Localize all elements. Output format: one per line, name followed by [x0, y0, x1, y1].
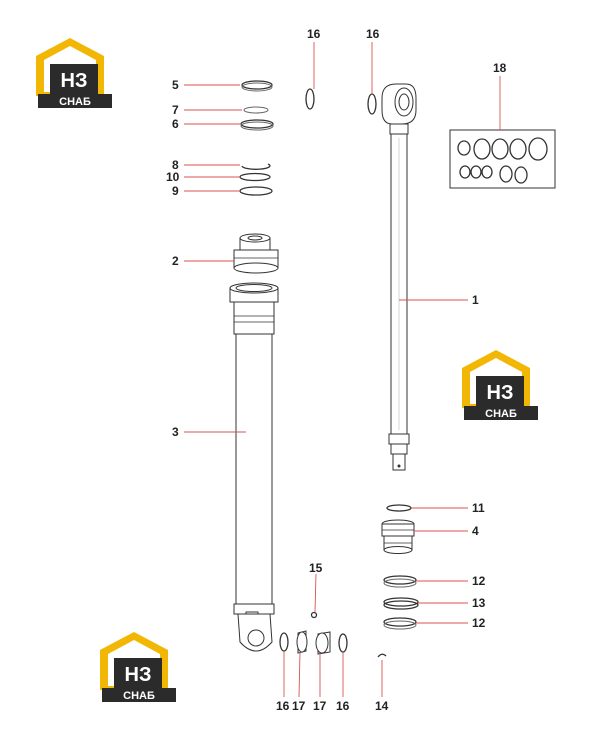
callout-16-bottom-right: 16 — [336, 699, 350, 713]
callout-8: 8 — [172, 158, 179, 172]
callout-13: 13 — [472, 596, 486, 610]
callout-16-top-right: 16 — [366, 27, 380, 41]
callout-4: 4 — [472, 524, 479, 538]
part-17-bushing-left — [296, 630, 308, 654]
part-12-wear-ring-lower — [383, 617, 417, 630]
leader-lines — [184, 42, 501, 698]
part-10-ring — [239, 172, 271, 182]
callout-10: 10 — [166, 170, 180, 184]
part-4-piston — [381, 519, 415, 554]
logo-mark: НЗ — [125, 664, 152, 686]
callout-7: 7 — [172, 103, 179, 117]
part-17-bushing-right — [315, 631, 331, 655]
brand-logo-middle-right: НЗ СНАБ — [462, 350, 538, 420]
part-7-ring — [243, 106, 269, 114]
logo-name: СНАБ — [123, 690, 155, 702]
part-11-ring — [386, 504, 412, 512]
part-13-piston-seal — [383, 597, 419, 610]
part-16-o-ring-bottom-right — [338, 633, 348, 653]
brand-logo-top-left: НЗ СНАБ — [36, 38, 112, 108]
part-6-seal — [240, 119, 274, 131]
brand-logo-bottom-left: НЗ СНАБ — [100, 632, 176, 702]
callout-12-upper: 12 — [472, 574, 486, 588]
callout-12-lower: 12 — [472, 616, 486, 630]
part-16-o-ring-top-right — [367, 93, 377, 115]
logo-name: СНАБ — [485, 408, 517, 420]
callout-11: 11 — [472, 501, 485, 515]
part-2-cylinder-head — [233, 233, 279, 274]
part-15-grease-nipple — [310, 611, 318, 619]
callout-17-left: 17 — [292, 699, 306, 713]
part-5-wiper-seal — [241, 80, 273, 92]
callout-3: 3 — [172, 425, 179, 439]
logo-mark: НЗ — [61, 70, 88, 92]
callout-5: 5 — [172, 78, 179, 92]
callout-18: 18 — [493, 61, 507, 75]
part-3-cylinder-barrel — [229, 282, 279, 652]
part-18-seal-kit — [449, 129, 556, 189]
callout-2: 2 — [172, 254, 179, 268]
logo-mark: НЗ — [487, 382, 514, 404]
callout-14: 14 — [375, 699, 389, 713]
callout-1: 1 — [472, 293, 479, 307]
part-1-piston-rod — [381, 83, 417, 471]
callout-15: 15 — [309, 561, 323, 575]
part-12-wear-ring-upper — [383, 575, 417, 588]
callout-6: 6 — [172, 117, 179, 131]
callout-16-bottom-left: 16 — [276, 699, 290, 713]
callout-9: 9 — [172, 184, 179, 198]
part-16-o-ring-top-left — [305, 88, 315, 110]
part-8-snap-ring — [241, 163, 271, 170]
callout-17-right: 17 — [313, 699, 327, 713]
part-9-ring — [239, 186, 273, 196]
logo-name: СНАБ — [59, 96, 91, 108]
part-16-o-ring-bottom-left — [279, 632, 289, 652]
callout-16-top-left: 16 — [307, 27, 321, 41]
part-14-circlip — [377, 653, 387, 658]
